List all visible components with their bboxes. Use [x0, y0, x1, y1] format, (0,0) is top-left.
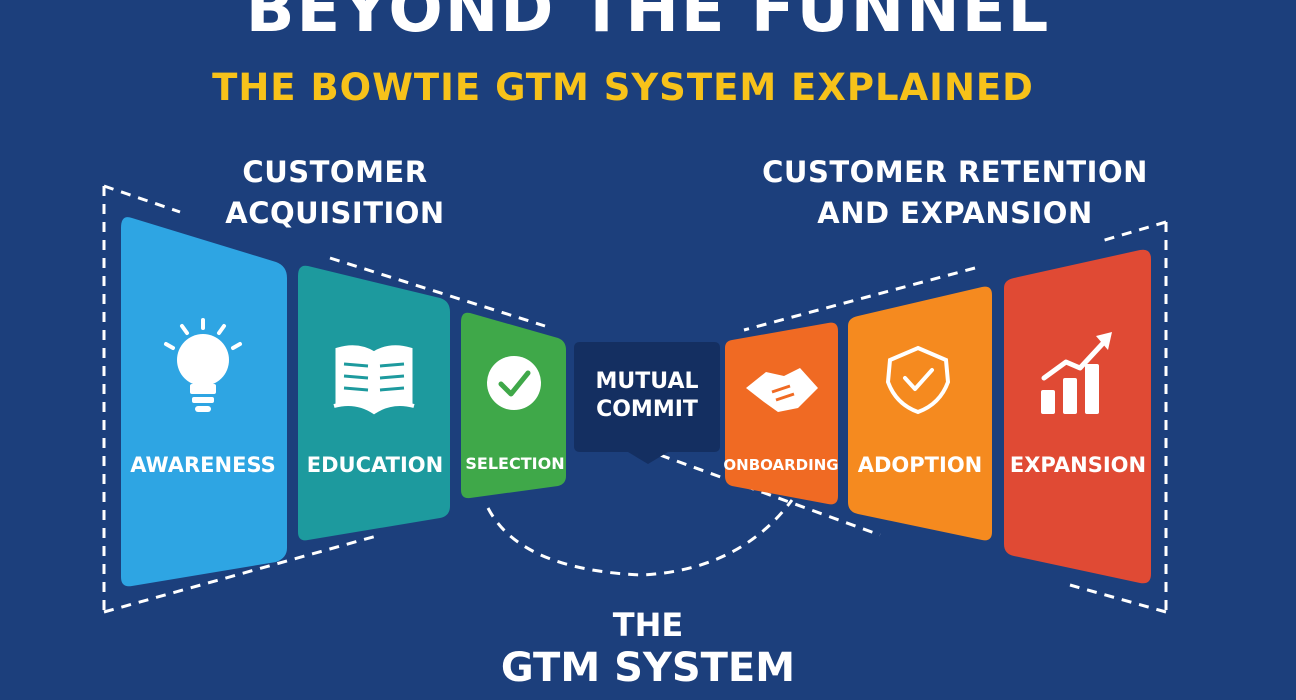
stage-onboarding: ONBOARDING — [723, 322, 839, 505]
stage-label-expansion: EXPANSION — [1010, 453, 1146, 477]
stage-panel-onboarding — [725, 322, 838, 505]
outline-left-bottom — [103, 533, 381, 614]
right-section-line1: CUSTOMER RETENTION — [762, 155, 1148, 189]
center-box — [574, 342, 720, 464]
lightbulb-icon — [164, 318, 242, 412]
stage-label-education: EDUCATION — [307, 453, 443, 477]
outline-gtm-arc — [486, 499, 794, 577]
stage-expansion: EXPANSION — [1004, 249, 1151, 584]
stage-label-awareness: AWARENESS — [130, 453, 276, 477]
stage-label-onboarding: ONBOARDING — [723, 456, 838, 474]
center-label-line1: MUTUAL — [596, 369, 699, 394]
bottom-label-line2: GTM SYSTEM — [500, 645, 796, 691]
right-section-line2: AND EXPANSION — [817, 196, 1093, 230]
shield-check-icon — [885, 345, 951, 415]
outline-right-top-inner — [743, 266, 976, 332]
book-icon — [333, 345, 415, 415]
outline-left-top — [103, 184, 181, 214]
stage-education: EDUCATION — [298, 265, 450, 541]
left-section-heading: CUSTOMER ACQUISITION — [190, 152, 480, 234]
outline-right-top — [1097, 220, 1167, 244]
outline-left-top-inner — [329, 256, 546, 328]
growth-chart-icon — [1041, 332, 1112, 414]
right-section-heading: CUSTOMER RETENTION AND EXPANSION — [730, 152, 1180, 234]
center-label-line2: COMMIT — [596, 397, 698, 422]
stage-selection: SELECTION — [461, 312, 566, 499]
bottom-label-line1: THE — [612, 606, 684, 644]
stage-label-selection: SELECTION — [465, 454, 564, 473]
stage-adoption: ADOPTION — [848, 286, 992, 541]
handshake-icon — [746, 368, 818, 412]
page-title: BEYOND THE FUNNEL — [245, 0, 1051, 47]
bowtie-outline — [102, 184, 1168, 614]
check-circle-icon — [487, 356, 541, 410]
stage-label-adoption: ADOPTION — [858, 453, 983, 477]
page-subtitle: THE BOWTIE GTM SYSTEM EXPLAINED — [212, 66, 1034, 109]
left-section-line2: ACQUISITION — [225, 196, 445, 230]
left-section-line1: CUSTOMER — [242, 155, 428, 189]
outline-right-bottom-inner — [659, 453, 881, 537]
stage-awareness: AWARENESS — [121, 217, 287, 587]
stage-panel-expansion — [1004, 249, 1151, 584]
stage-panel-adoption — [848, 286, 992, 541]
center-mutual-commit: MUTUAL COMMIT — [574, 342, 720, 464]
